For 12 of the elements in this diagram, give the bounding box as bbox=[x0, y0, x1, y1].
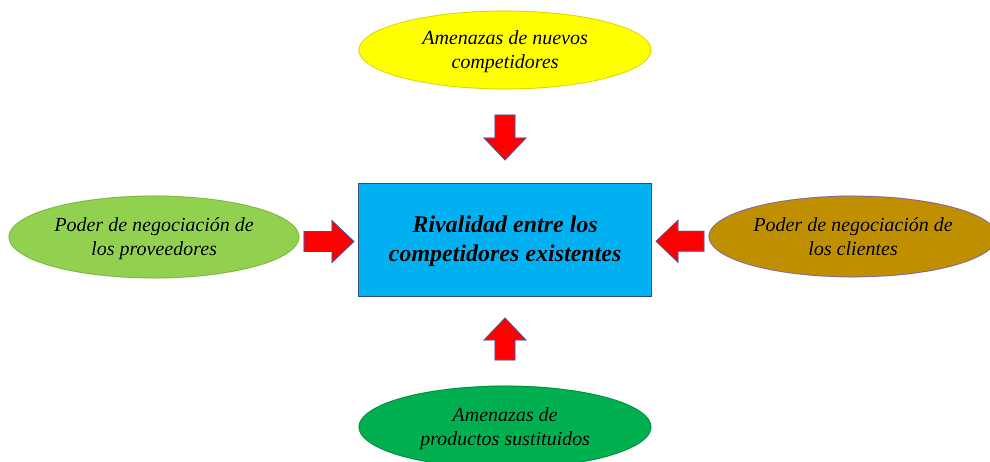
block-arrow bbox=[304, 219, 355, 264]
node-label: Amenazas de nuevos competidores bbox=[420, 26, 589, 74]
node-label: Amenazas de productos sustituidos bbox=[418, 403, 591, 451]
node-label: Poder de negociación de los clientes bbox=[753, 212, 953, 260]
block-arrow bbox=[482, 114, 528, 161]
node-label: Poder de negociación de los proveedores bbox=[54, 213, 254, 261]
block-arrow bbox=[655, 219, 704, 264]
ellipse-node bbox=[8, 195, 300, 279]
box-title: Rivalidad entre los competidores existentes bbox=[388, 211, 622, 269]
process-box bbox=[358, 183, 652, 297]
ellipse-node bbox=[358, 10, 652, 90]
block-arrow bbox=[482, 317, 528, 360]
